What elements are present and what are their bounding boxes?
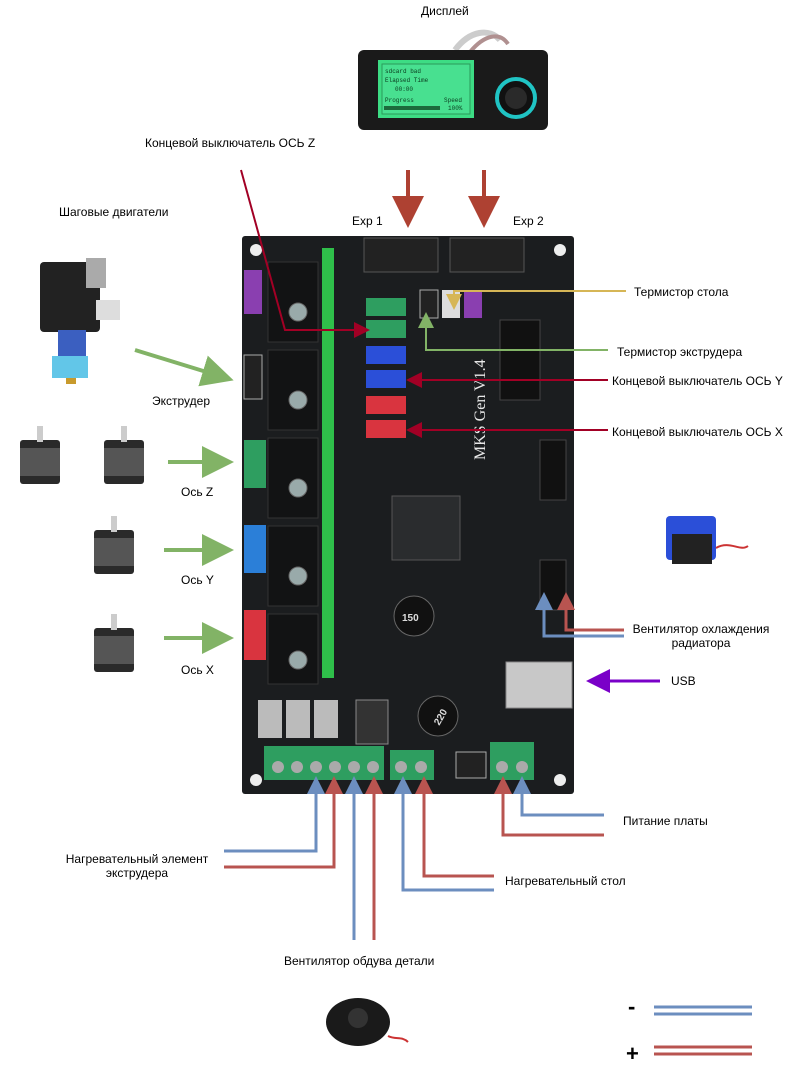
label-exp2: Exp 2	[513, 214, 544, 228]
lcd-line-3: 00:00	[395, 86, 413, 93]
lcd-speed-value: 100%	[448, 105, 463, 112]
lcd-screen: sdcard bad Elapsed Time 00:00 Progress S…	[385, 68, 463, 112]
legend-positive-lines	[654, 1045, 752, 1056]
label-extruder-thermistor: Термистор экструдера	[617, 345, 743, 359]
label-usb: USB	[671, 674, 696, 688]
board-silkscreen: MKS Gen V1.4	[472, 359, 489, 460]
inductor-1-label: 150	[402, 613, 419, 624]
stepper-motor-x	[94, 614, 134, 672]
lcd-line-1: sdcard bad	[385, 68, 421, 75]
heated-bed-wire-negative	[394, 776, 494, 892]
label-steppers: Шаговые двигатели	[59, 205, 169, 219]
label-axis-x: Ось X	[181, 663, 214, 677]
lcd-progress-label: Progress	[385, 97, 414, 104]
label-exp1: Exp 1	[352, 214, 383, 228]
label-axis-y: Ось Y	[181, 573, 214, 587]
endstop-z-arrow	[240, 169, 370, 338]
label-board-power: Питание платы	[623, 814, 708, 828]
heatsink-fan-wire-negative	[535, 592, 624, 638]
label-endstop-z: Концевой выключатель ОСЬ Z	[145, 136, 316, 150]
heated-bed-wire-positive	[415, 776, 494, 878]
label-heatsink-fan: Вентилятор охлаждения радиатора	[626, 622, 776, 650]
extruder-heater-wire-negative	[224, 776, 325, 853]
label-extruder-heater-line1: Нагревательный элемент	[65, 852, 209, 866]
part-cooling-fan-image	[326, 998, 409, 1046]
display-arrows	[392, 170, 500, 228]
bed-thermistor-arrow	[446, 290, 626, 310]
stepper-motor-y	[94, 516, 134, 574]
extruder-heater-wire-positive	[224, 776, 343, 869]
extruder-image	[40, 258, 120, 384]
legend-minus: -	[628, 994, 636, 1019]
stepper-arrows	[134, 348, 234, 654]
board-power-wire-positive	[494, 776, 604, 837]
lcd-progress-bar	[384, 106, 440, 110]
label-endstop-x: Концевой выключатель ОСЬ X	[612, 425, 783, 439]
legend-plus: +	[626, 1041, 639, 1066]
label-part-fan: Вентилятор обдува детали	[284, 954, 435, 968]
label-heatsink-fan-line1: Вентилятор охлаждения	[632, 622, 770, 636]
label-display: Дисплей	[421, 4, 469, 18]
label-heated-bed: Нагревательный стол	[505, 874, 626, 888]
board-power-wire-negative	[513, 776, 604, 817]
board-details	[243, 237, 573, 786]
stepper-motor-z1	[20, 426, 60, 484]
label-endstop-y: Концевой выключатель ОСЬ Y	[612, 374, 783, 388]
heatsink-fan-image	[666, 516, 749, 564]
label-extruder-heater-line2: экструдера	[105, 866, 169, 880]
label-extruder: Экструдер	[152, 394, 210, 408]
legend-negative-lines	[654, 1005, 752, 1016]
label-extruder-heater: Нагревательный элемент экструдера	[56, 852, 218, 880]
label-axis-z: Ось Z	[181, 485, 214, 499]
extruder-thermistor-arrow	[418, 312, 608, 351]
lcd-speed-label: Speed	[444, 97, 462, 104]
label-heatsink-fan-line2: радиатора	[671, 636, 731, 650]
lcd-line-2: Elapsed Time	[385, 77, 429, 84]
label-bed-thermistor: Термистор стола	[634, 285, 729, 299]
heatsink-fan-wire-positive	[557, 592, 624, 632]
stepper-motor-z2	[104, 426, 144, 484]
